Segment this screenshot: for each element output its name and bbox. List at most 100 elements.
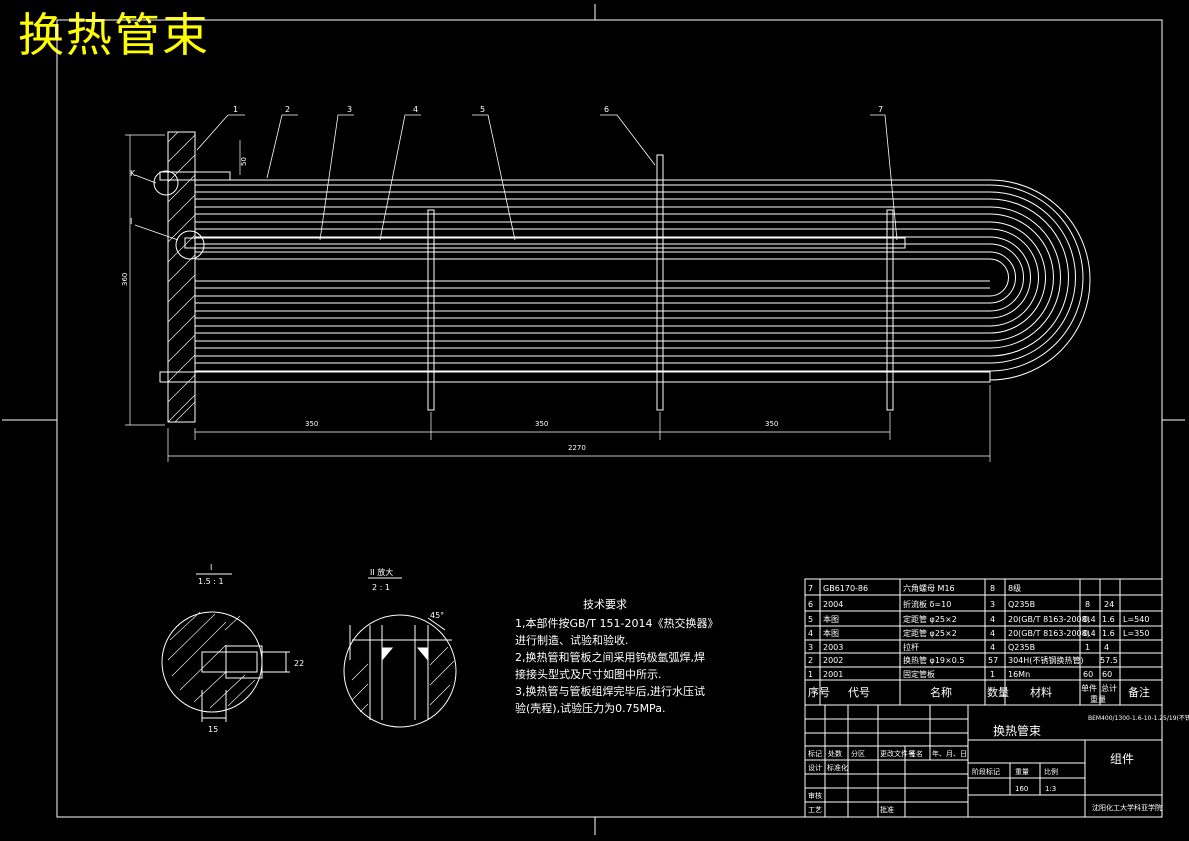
dim-left-height: 360	[121, 273, 129, 286]
bom-r1-qty: 1	[990, 670, 995, 679]
tb-stage: 阶段标记	[972, 767, 1000, 776]
callout-6: 6	[604, 105, 609, 114]
tb-approve: 批准	[880, 805, 894, 814]
bom-r6-no: 6	[808, 600, 813, 609]
bom-r4-note: L=350	[1123, 629, 1149, 638]
bom-r6-unit: 8	[1085, 600, 1090, 609]
bom-rows: 7 GB6170-86 六角螺母 M16 8 8级 6 2004 折流板 δ=1…	[808, 583, 1149, 679]
tb-weight: 160	[1015, 785, 1028, 793]
tb-row-mark: 标记	[808, 749, 822, 758]
tb-row-date: 年、月、日	[932, 749, 967, 758]
bom-r6-total: 24	[1104, 600, 1114, 609]
detail-marker-i: I	[130, 217, 132, 226]
bom-r5-no: 5	[808, 615, 813, 624]
tech-item-1: 1,本部件按GB/T 151-2014《热交换器》进行制造、试验和验收.	[515, 617, 713, 647]
bom-r3-mat: Q235B	[1008, 643, 1035, 652]
tb-code: BEM400/1300-1.6-10-1.25/19(不锈钢)-2000	[1088, 714, 1189, 722]
detail-view-1-label: I	[210, 563, 212, 572]
callout-4: 4	[413, 105, 418, 114]
bom-r3-qty: 4	[990, 643, 995, 652]
bom-h-qty: 数量	[987, 686, 1009, 699]
bom-r4-code: 本图	[823, 628, 839, 638]
tech-heading: 技术要求	[583, 598, 627, 611]
tb-design: 设计	[808, 763, 822, 772]
detail-view-1-labels: I 1.5 : 1 15 22	[198, 563, 304, 734]
bom-r1-name: 固定管板	[903, 669, 935, 679]
bom-h-code: 代号	[848, 686, 870, 699]
dim-top: 50	[240, 157, 248, 166]
bom-r3-total: 4	[1104, 643, 1109, 652]
dim-seg3: 350	[765, 420, 778, 428]
bom-r1-mat: 16Mn	[1008, 670, 1030, 679]
detail-view-2-angle: 45°	[430, 611, 444, 620]
bom-r5-mat: 20(GB/T 8163-2008)	[1008, 615, 1090, 624]
bom-r7-name: 六角螺母 M16	[903, 583, 955, 593]
callout-3: 3	[347, 105, 352, 114]
bom-r5-code: 本图	[823, 614, 839, 624]
tb-craft: 工艺	[808, 806, 822, 814]
bom-r1-no: 1	[808, 670, 813, 679]
bom-r3-code: 2003	[823, 643, 843, 652]
callout-7: 7	[878, 105, 883, 114]
bom-r5-total: 1.6	[1102, 615, 1115, 624]
bom-table	[804, 578, 1163, 818]
dim-overall: 2270	[568, 444, 586, 452]
tb-row-zone: 分区	[851, 749, 865, 758]
tb-scale: 1:3	[1045, 785, 1056, 793]
bom-r2-total: 57.5	[1100, 656, 1118, 665]
bom-r3-unit: 1	[1085, 643, 1090, 652]
callouts	[134, 114, 898, 241]
tb-row-doc: 更改文件号	[880, 749, 915, 758]
bom-r5-note: L=540	[1123, 615, 1149, 624]
dim-seg2: 350	[535, 420, 548, 428]
bom-r3-name: 拉杆	[903, 642, 919, 652]
tb-type: 组件	[1110, 752, 1134, 766]
bom-r1-code: 2001	[823, 670, 843, 679]
bom-r5-name: 定距管 φ25×2	[903, 614, 957, 624]
bom-r4-name: 定距管 φ25×2	[903, 628, 957, 638]
bom-h-weight: 重量	[1090, 694, 1106, 704]
dim-seg1: 350	[305, 420, 318, 428]
tb-school: 沈阳化工大学科亚学院	[1092, 803, 1162, 812]
bom-r7-qty: 8	[990, 584, 995, 593]
tb-row-sign: 签名	[909, 749, 923, 758]
bom-r1-total: 60	[1102, 670, 1112, 679]
detail-view-1-dim-h: 15	[208, 725, 218, 734]
callout-5: 5	[480, 105, 485, 114]
dimensions	[125, 134, 991, 462]
bom-r4-qty: 4	[990, 629, 995, 638]
bom-r2-code: 2002	[823, 656, 843, 665]
bom-r7-code: GB6170-86	[823, 584, 868, 593]
technical-requirements: 技术要求 1,本部件按GB/T 151-2014《热交换器》进行制造、试验和验收…	[515, 596, 715, 717]
detail-view-2-scale: 2 : 1	[372, 583, 390, 592]
tb-standard: 标准化	[827, 763, 848, 772]
bom-header: 序号 代号 名称 数量 材料 单件 总计 重量 备注	[808, 683, 1150, 704]
frame	[2, 4, 1185, 835]
title-block: 换热管束 BEM400/1300-1.6-10-1.25/19(不锈钢)-200…	[808, 714, 1189, 814]
bom-r4-no: 4	[808, 629, 813, 638]
bom-r2-no: 2	[808, 656, 813, 665]
bom-h-name: 名称	[930, 685, 952, 699]
bom-h-mat: 材料	[1030, 685, 1052, 699]
bom-r6-code: 2004	[823, 600, 843, 609]
bom-h-no: 序号	[808, 685, 830, 699]
tb-row-count: 处数	[828, 749, 842, 758]
bom-r4-total: 1.6	[1102, 629, 1115, 638]
detail-marker-k: K	[130, 169, 136, 178]
tb-drawing-name: 换热管束	[993, 723, 1041, 738]
bom-r1-unit: 60	[1083, 670, 1093, 679]
detail-view-1-scale: 1.5 : 1	[198, 577, 224, 586]
tech-item-3: 3,换热管与管板组焊完毕后,进行水压试验(壳程),试验压力为0.75MPa.	[515, 685, 705, 715]
detail-view-1	[161, 573, 290, 722]
detail-view-1-dim-v: 22	[294, 659, 304, 668]
dimension-labels: 350 350 350 2270 360 50	[121, 157, 778, 452]
bom-r2-name: 换热管 φ19×0.5	[903, 655, 964, 665]
tb-stage-scale: 比例	[1044, 767, 1058, 776]
bom-r6-qty: 3	[990, 600, 995, 609]
bom-r5-qty: 4	[990, 615, 995, 624]
tube-bundle	[153, 131, 1091, 423]
detail-view-2	[343, 577, 457, 728]
detail-view-2-label: II 放大	[370, 567, 393, 577]
bom-r2-qty: 57	[988, 656, 998, 665]
